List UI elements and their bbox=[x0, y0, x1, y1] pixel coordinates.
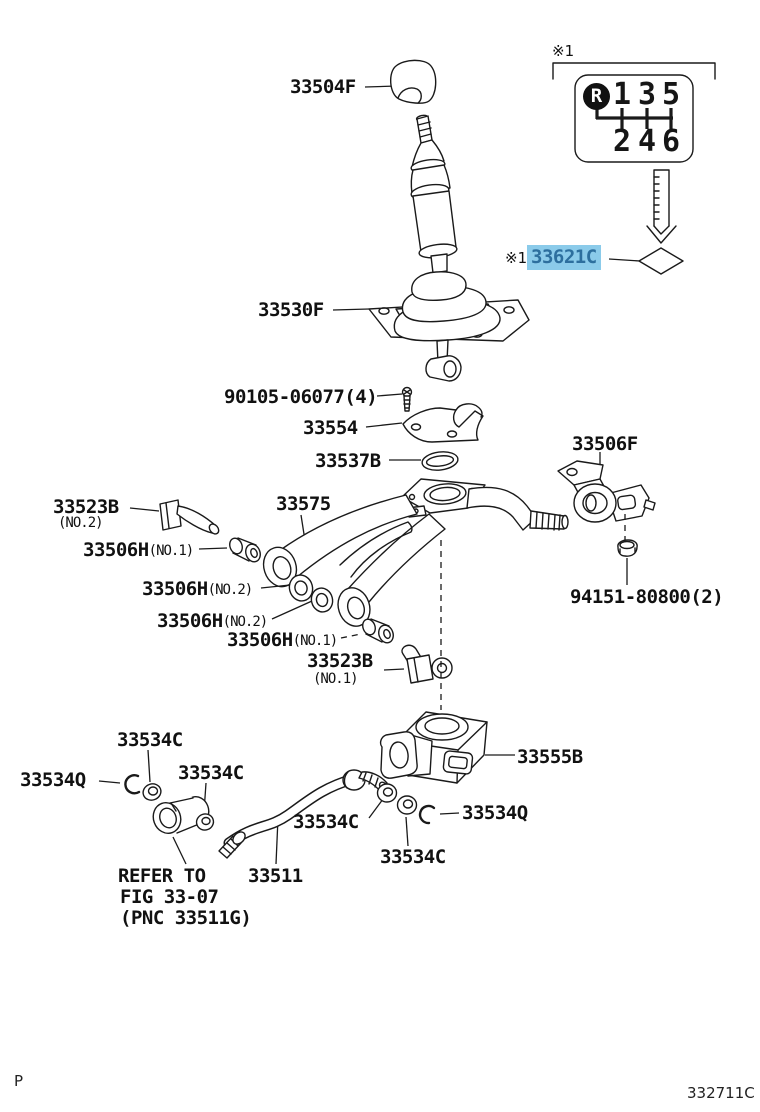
down-arrow bbox=[646, 169, 677, 244]
part-suffix: (NO.1) bbox=[148, 543, 195, 559]
gear-pos-1: 1 bbox=[612, 77, 632, 112]
part-suffix: (NO.2) bbox=[222, 614, 269, 630]
gear-pos-3: 3 bbox=[637, 77, 657, 112]
support-bracket-drawing bbox=[557, 452, 656, 585]
part-number[interactable]: 33506H bbox=[142, 578, 208, 600]
part-suffix: (NO.2) bbox=[207, 582, 254, 598]
washers-right-drawing bbox=[368, 783, 460, 847]
part-number[interactable]: 33506H bbox=[83, 539, 149, 561]
part-label-90105-06077[interactable]: 90105-06077(4) bbox=[224, 386, 378, 408]
part-label-33534Q-left[interactable]: 33534Q bbox=[20, 769, 86, 791]
gear-pos-2: 2 bbox=[612, 124, 632, 159]
gasket-drawing bbox=[389, 451, 459, 471]
part-label-33534C-3[interactable]: 33534C bbox=[293, 811, 359, 833]
part-label-33534C-4[interactable]: 33534C bbox=[380, 846, 446, 868]
gear-pos-reverse: R bbox=[583, 83, 610, 110]
part-label-33534C-2[interactable]: 33534C bbox=[178, 762, 244, 784]
part-label-33530F[interactable]: 33530F bbox=[258, 299, 324, 321]
shift-knob-drawing bbox=[364, 59, 437, 104]
part-suffix-no1: (NO.1) bbox=[313, 671, 359, 687]
part-label-33523B-no2[interactable]: 33523B bbox=[53, 496, 119, 518]
part-label-33554[interactable]: 33554 bbox=[303, 417, 358, 439]
highlight-footnote-ref: ※1 bbox=[505, 249, 528, 267]
part-number[interactable]: 33506H bbox=[157, 610, 223, 632]
part-label-33523B-no1[interactable]: 33523B bbox=[307, 650, 373, 672]
part-label-94151-80800[interactable]: 94151-80800(2) bbox=[570, 586, 724, 608]
washers-left-drawing bbox=[98, 749, 215, 865]
refer-note-line3: (PNC 33511G) bbox=[120, 907, 252, 929]
part-label-33506H-no1-a[interactable]: 33506H(NO.1) bbox=[83, 539, 195, 561]
pattern-footnote-ref: ※1 bbox=[552, 42, 575, 60]
bushings-drawing bbox=[198, 537, 394, 644]
diamond-marker bbox=[608, 247, 684, 275]
refer-note-line1: REFER TO bbox=[118, 865, 206, 887]
part-label-33506F[interactable]: 33506F bbox=[572, 433, 638, 455]
part-label-33555B[interactable]: 33555B bbox=[517, 746, 583, 768]
figure-code: 332711C bbox=[687, 1084, 755, 1102]
gear-pos-5: 5 bbox=[661, 77, 681, 112]
part-number[interactable]: 33506H bbox=[227, 629, 293, 651]
gear-pos-6: 6 bbox=[661, 124, 681, 159]
boot-plate-drawing bbox=[332, 271, 530, 382]
shift-pattern-box bbox=[552, 62, 716, 163]
pin-no2-drawing bbox=[129, 499, 220, 535]
shift-lever-drawing bbox=[410, 114, 458, 274]
part-label-33537B[interactable]: 33537B bbox=[315, 450, 381, 472]
part-label-33506H-no1-b[interactable]: 33506H(NO.1) bbox=[227, 629, 339, 651]
part-label-33506H-no2-b[interactable]: 33506H(NO.2) bbox=[157, 610, 269, 632]
part-label-33534C-1[interactable]: 33534C bbox=[117, 729, 183, 751]
part-suffix: (NO.1) bbox=[292, 633, 339, 649]
page-code: P bbox=[14, 1072, 24, 1090]
pin-no1-drawing bbox=[383, 644, 453, 684]
refer-note-line2: FIG 33-07 bbox=[120, 886, 219, 908]
part-label-33534Q-right[interactable]: 33534Q bbox=[462, 802, 528, 824]
part-suffix-no2: (NO.2) bbox=[58, 515, 104, 531]
gear-pos-4: 4 bbox=[637, 124, 657, 159]
control-rod-drawing bbox=[218, 769, 390, 865]
part-label-33575[interactable]: 33575 bbox=[276, 493, 331, 515]
frame-33575-drawing bbox=[262, 486, 569, 627]
bracket-33554-drawing bbox=[365, 403, 484, 443]
part-label-33511[interactable]: 33511 bbox=[248, 865, 303, 887]
part-label-33506H-no2-a[interactable]: 33506H(NO.2) bbox=[142, 578, 254, 600]
part-label-33504F[interactable]: 33504F bbox=[290, 76, 356, 98]
housing-drawing bbox=[379, 540, 515, 784]
screw-drawing bbox=[376, 386, 413, 412]
part-label-33621C-highlighted[interactable]: 33621C bbox=[527, 245, 601, 270]
